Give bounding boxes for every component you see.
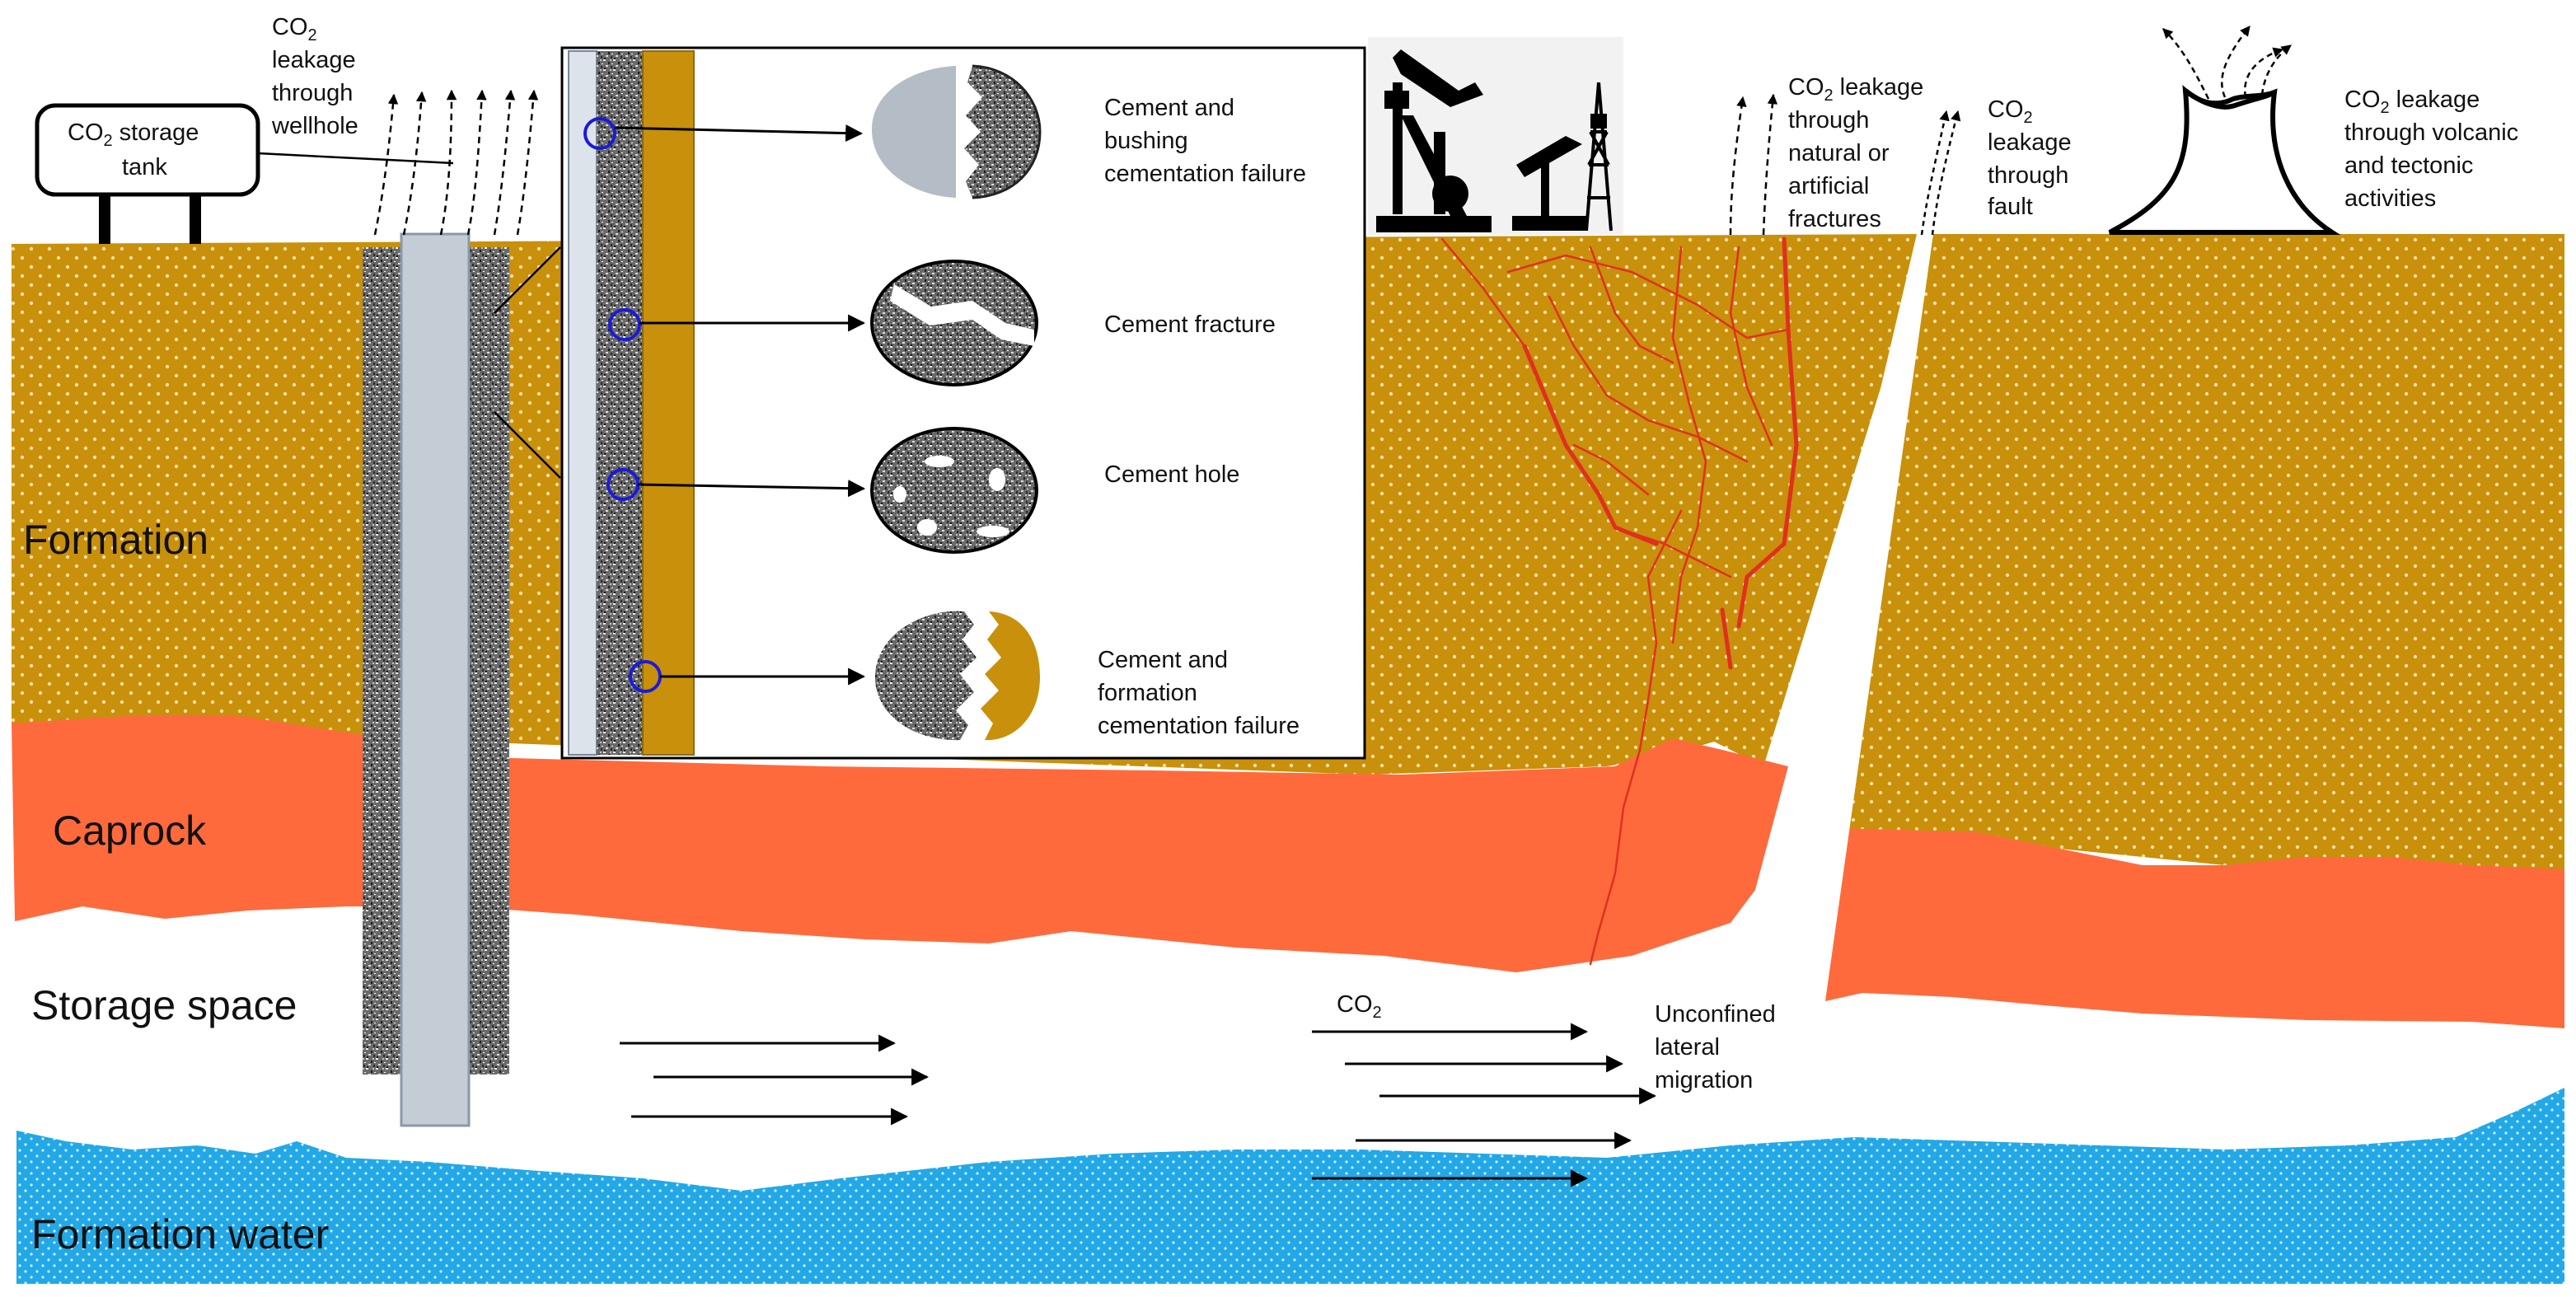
failure-label-4-line3: cementation failure (1098, 713, 1300, 739)
formation-layer-right (1838, 234, 2564, 882)
cement-failure-inset: Cement and bushing cementation failure C… (560, 46, 1366, 760)
caprock-layer-right (1825, 828, 2564, 1028)
co2-migration-label: CO2 (1337, 991, 1382, 1022)
volcanic-leak-line2: and tectonic (2344, 152, 2473, 179)
fracture-leak-arrows (1729, 93, 1778, 236)
storage-tank-label-line2: tank (122, 154, 167, 180)
fracture-leak-line2: natural or (1788, 140, 1890, 166)
fracture-leak-line4: fractures (1788, 206, 1881, 232)
failure-label-1-line3: cementation failure (1104, 161, 1306, 187)
migration-label-line3: migration (1655, 1067, 1753, 1093)
volcanic-leak-arrows (2162, 26, 2292, 100)
wellhole-leak-label: CO2 (272, 14, 317, 44)
fault-leak-label: CO2 (1988, 96, 2033, 127)
storage-tank-label: CO2 storage (68, 119, 199, 150)
wellhole-leak-arrows (373, 89, 539, 236)
migration-label-line2: lateral (1655, 1034, 1720, 1061)
volcanic-leak-label: CO2 leakage (2344, 87, 2480, 117)
volcanic-leak-line3: activities (2344, 185, 2436, 212)
inset-cement (597, 51, 643, 755)
fault-leak-line1: leakage (1988, 129, 2072, 156)
natural-fractures (1440, 236, 1799, 966)
failure-label-3: Cement hole (1104, 461, 1239, 488)
fracture-leak-line3: artificial (1788, 173, 1869, 199)
fault-gap (1755, 234, 1933, 1001)
failure-label-2: Cement fracture (1104, 311, 1276, 338)
failure-label-1-line2: bushing (1104, 128, 1188, 154)
fracture-leak-label: CO2 leakage (1788, 74, 1923, 105)
failure-marker-2 (608, 308, 641, 341)
failure-marker-1 (583, 117, 616, 150)
well-casing (400, 232, 471, 1127)
caprock-label: Caprock (53, 808, 207, 854)
cement-hole-sample (870, 427, 1038, 554)
failure-label-4-line1: Cement and (1098, 647, 1228, 673)
formation-label: Formation (23, 517, 208, 563)
storage-space-label: Storage space (31, 982, 297, 1028)
fracture-leak-line1: through (1788, 107, 1869, 133)
failure-label-4-line2: formation (1098, 680, 1197, 706)
cement-fracture-sample (870, 260, 1038, 386)
wellhole-leak-line3: wellhole (271, 113, 358, 139)
bushing-failure-sample (871, 64, 1042, 199)
fault-leak-line2: through (1988, 162, 2068, 189)
inset-casing (568, 50, 597, 756)
wellbore (363, 232, 561, 1127)
migration-arrows (620, 1023, 1657, 1187)
failure-label-1-line1: Cement and (1104, 95, 1234, 121)
oil-pump-jack-icon (1368, 37, 1623, 235)
wellhole-leak-line2: through (272, 80, 353, 106)
wellhole-leak-line1: leakage (272, 47, 356, 73)
volcanic-leak-line1: through volcanic (2344, 119, 2518, 146)
drilling-rig-icon (1585, 82, 1613, 232)
formation-water-label: Formation water (31, 1211, 329, 1257)
migration-label-line1: Unconfined (1655, 1001, 1776, 1028)
storage-tank-icon (35, 103, 454, 244)
formation-failure-sample (875, 611, 1040, 741)
volcano-icon (2108, 85, 2341, 235)
fault-leak-line3: fault (1988, 194, 2033, 220)
formation-water-layer (16, 1088, 2564, 1284)
inset-formation (642, 50, 695, 756)
fault-leak-arrows (1920, 110, 1961, 236)
